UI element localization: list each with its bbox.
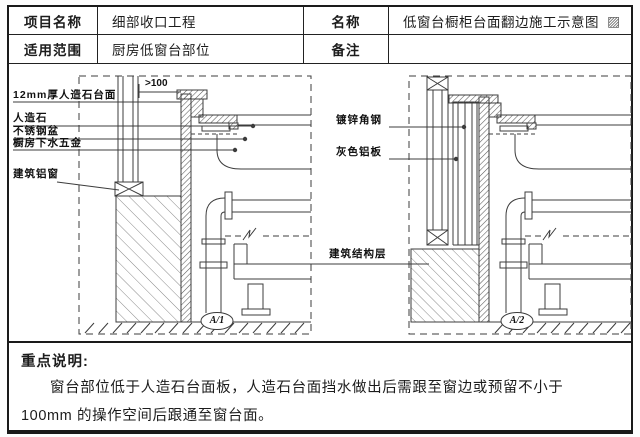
scope-value: 厨房低窗台部位 [98,35,304,63]
callout-artificial-stone: 人造石 [13,112,48,124]
sheet-frame: 项目名称 细部收口工程 名称 低窗台橱柜台面翻边施工示意图 ▨ 适用范围 厨房低… [7,5,633,434]
scope-label: 适用范围 [9,35,98,63]
notes-section: 重点说明: 窗台部位低于人造石台面板，人造石台面挡水做出后需跟至窗边或预留不小于… [9,341,631,430]
project-name-label: 项目名称 [9,7,98,35]
drawing-name-value: 低窗台橱柜台面翻边施工示意图 ▨ [389,7,631,35]
left-section-drawing [13,75,312,335]
detail-tag-a1: A/1 [209,315,225,326]
image-placeholder-icon: ▨ [607,12,621,29]
project-name-value: 细部收口工程 [98,7,304,35]
remark-value [389,35,631,63]
callout-galvanized-angle: 镀锌角钢 [336,114,382,126]
drawing-area: 12mm厚人造石台面 人造石 不锈钢盆 橱房下水五金 建筑铝窗 >100 A/1… [9,64,632,341]
remark-label: 备注 [304,35,389,63]
callout-drain-hardware: 橱房下水五金 [13,137,82,149]
callout-aluminium-window: 建筑铝窗 [13,168,59,180]
callout-countertop: 12mm厚人造石台面 [13,89,117,101]
callout-grey-alum-plate: 灰色铝板 [336,146,382,158]
dimension-min-100: >100 [145,78,168,89]
callout-stainless-basin: 不锈钢盆 [13,125,59,137]
detail-tag-a2: A/2 [509,315,525,326]
drawing-title-text: 低窗台橱柜台面翻边施工示意图 [403,14,599,30]
header-table: 项目名称 细部收口工程 名称 低窗台橱柜台面翻边施工示意图 ▨ 适用范围 厨房低… [9,7,631,64]
notes-body: 窗台部位低于人造石台面板，人造石台面挡水做出后需跟至窗边或预留不小于 100mm… [21,380,564,424]
section-drawings-linework [13,75,632,335]
notes-title: 重点说明: [21,354,89,370]
right-section-drawing [301,75,632,335]
callout-structure-layer: 建筑结构层 [329,248,387,260]
drawing-name-label: 名称 [304,7,389,35]
